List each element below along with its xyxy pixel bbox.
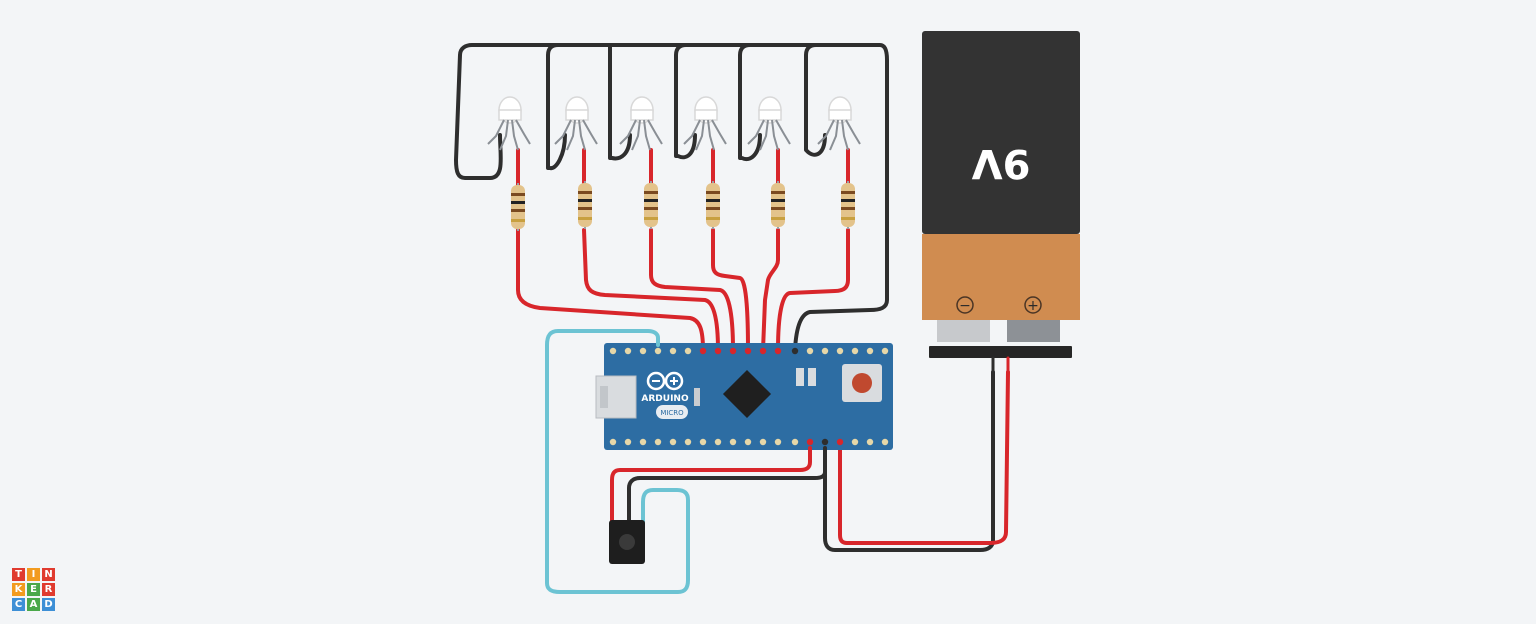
resistor[interactable] <box>706 181 720 229</box>
board-model: MICRO <box>660 409 684 417</box>
resistor[interactable] <box>771 181 785 229</box>
logo-letter: R <box>42 583 55 596</box>
resistor[interactable] <box>841 181 855 229</box>
logo-letter: D <box>42 598 55 611</box>
logo-letter: A <box>27 598 40 611</box>
led[interactable] <box>817 96 861 151</box>
led[interactable] <box>619 96 663 151</box>
led-array <box>487 96 861 151</box>
signal-wires[interactable] <box>516 148 850 352</box>
battery-minus-label: − <box>959 298 971 314</box>
logo-letter: T <box>12 568 25 581</box>
battery-plus-label: + <box>1027 298 1039 314</box>
tinkercad-logo: T I N K E R C A D <box>12 568 55 611</box>
led[interactable] <box>683 96 727 151</box>
arduino-micro[interactable]: ARDUINO MICRO <box>595 343 893 450</box>
ir-receiver[interactable] <box>609 520 645 564</box>
bottom-pin-header <box>609 438 889 446</box>
board-brand: ARDUINO <box>641 394 689 404</box>
arduino-logo <box>646 371 684 391</box>
sensor-wires[interactable] <box>545 329 827 594</box>
led[interactable] <box>554 96 598 151</box>
ground-wires[interactable] <box>454 43 889 352</box>
logo-letter: E <box>27 583 40 596</box>
resistor[interactable] <box>578 181 592 229</box>
logo-letter: I <box>27 568 40 581</box>
microcontroller-chip <box>722 369 772 419</box>
led[interactable] <box>747 96 791 151</box>
top-pin-header <box>609 347 889 355</box>
logo-letter: K <box>12 583 25 596</box>
model-badge <box>656 405 688 419</box>
logo-letter: C <box>12 598 25 611</box>
resistor[interactable] <box>644 181 658 229</box>
battery-label: 9V <box>972 140 1031 186</box>
logo-letter: N <box>42 568 55 581</box>
battery-wires[interactable] <box>823 356 1010 552</box>
resistor-array <box>511 181 855 231</box>
resistor[interactable] <box>511 183 525 231</box>
minus-terminal-marker <box>956 296 974 314</box>
led[interactable] <box>487 96 531 151</box>
battery-9v[interactable]: 9V − + <box>922 31 1080 358</box>
plus-terminal-marker <box>1024 296 1042 314</box>
